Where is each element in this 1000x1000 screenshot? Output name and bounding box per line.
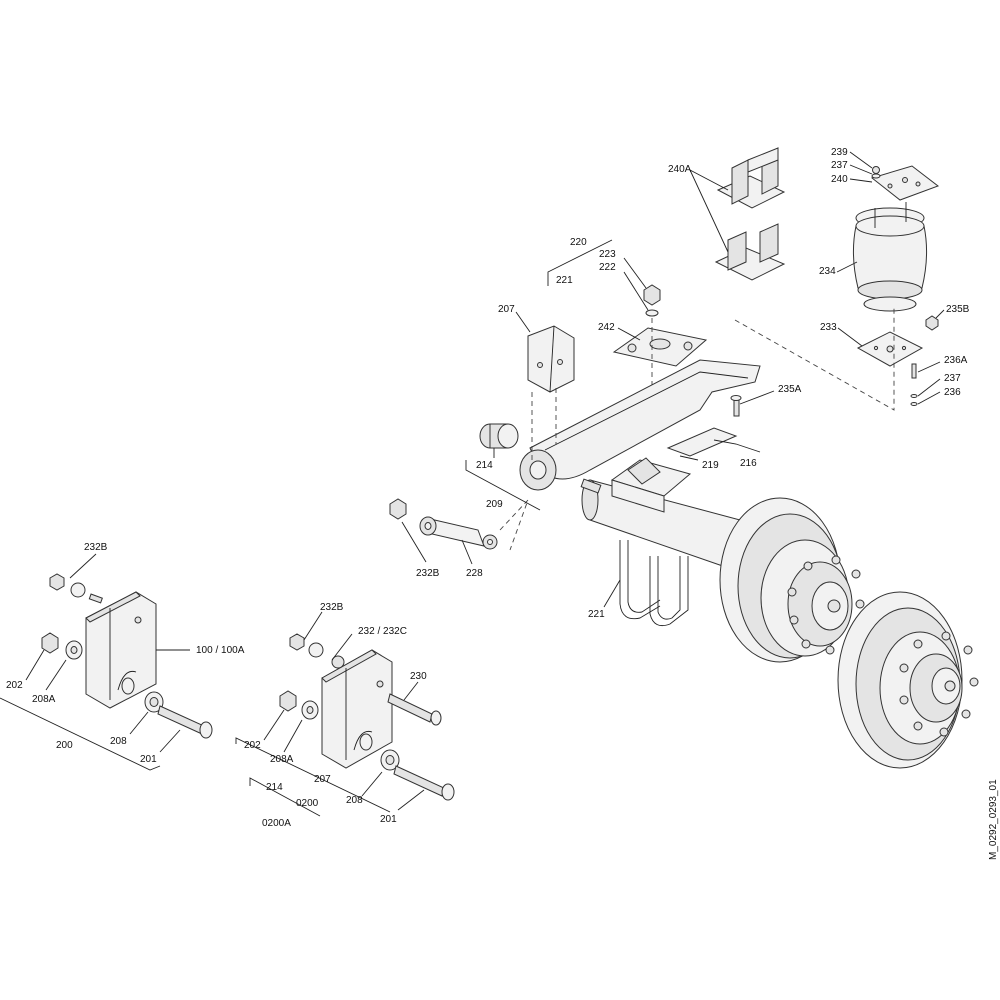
label-209: 209 bbox=[486, 499, 503, 510]
label-237-top: 237 bbox=[831, 160, 848, 171]
label-208A-left: 208A bbox=[32, 694, 56, 705]
nut-223 bbox=[643, 284, 661, 306]
label-207-top: 207 bbox=[498, 304, 515, 315]
label-233: 233 bbox=[820, 322, 837, 333]
label-202-left: 202 bbox=[6, 680, 23, 691]
air-spring-group bbox=[734, 165, 940, 411]
label-232-232C: 232 / 232C bbox=[358, 626, 407, 637]
label-230: 230 bbox=[410, 671, 427, 682]
axle-seat-219 bbox=[610, 457, 692, 513]
clamp-plate-242 bbox=[612, 327, 708, 367]
label-242: 242 bbox=[598, 322, 615, 333]
trailing-arm-209 bbox=[519, 359, 761, 491]
label-236A: 236A bbox=[944, 355, 968, 366]
label-100-100A: 100 / 100A bbox=[196, 645, 245, 656]
label-228: 228 bbox=[466, 568, 483, 579]
bolt-236A bbox=[911, 363, 917, 379]
brake-disc-hub bbox=[837, 591, 979, 769]
hanger-group-0200 bbox=[279, 633, 455, 801]
label-232B-shock: 232B bbox=[416, 568, 440, 579]
label-208A-middle: 208A bbox=[270, 754, 294, 765]
label-207-bottom: 207 bbox=[314, 774, 331, 785]
label-239: 239 bbox=[831, 147, 848, 158]
label-201-left: 201 bbox=[140, 754, 157, 765]
label-237-bottom: 237 bbox=[944, 373, 961, 384]
brake-drum bbox=[719, 497, 865, 663]
label-232B-left: 232B bbox=[84, 542, 108, 553]
washer-222 bbox=[645, 309, 659, 317]
label-202-middle: 202 bbox=[244, 740, 261, 751]
hanger-207-top bbox=[527, 325, 575, 393]
label-240A: 240A bbox=[668, 164, 692, 175]
label-208-left: 208 bbox=[110, 736, 127, 747]
label-235B: 235B bbox=[946, 304, 970, 315]
leader-lines bbox=[0, 151, 945, 817]
drawing-id: M_0292_0293_01 bbox=[988, 779, 999, 860]
brackets-240A bbox=[714, 147, 786, 281]
label-220: 220 bbox=[570, 237, 587, 248]
label-223: 223 bbox=[599, 249, 616, 260]
bushing-214 bbox=[479, 423, 519, 449]
label-219: 219 bbox=[702, 460, 719, 471]
u-bolts-221 bbox=[619, 540, 689, 627]
nut-232B-top bbox=[389, 498, 407, 520]
hanger-group-200 bbox=[41, 573, 213, 739]
plate-216 bbox=[666, 427, 738, 457]
label-201-middle: 201 bbox=[380, 814, 397, 825]
label-0200A: 0200A bbox=[262, 818, 291, 829]
shock-absorber-228 bbox=[419, 516, 498, 550]
label-235A: 235A bbox=[778, 384, 802, 395]
label-214-bottom: 214 bbox=[266, 782, 283, 793]
label-0200: 0200 bbox=[296, 798, 319, 809]
label-221-bottom: 221 bbox=[588, 609, 605, 620]
air-bellow-234 bbox=[852, 202, 928, 312]
label-232B-middle: 232B bbox=[320, 602, 344, 613]
label-214-top: 214 bbox=[476, 460, 493, 471]
label-222: 222 bbox=[599, 262, 616, 273]
label-208-middle: 208 bbox=[346, 795, 363, 806]
label-221-top: 221 bbox=[556, 275, 573, 286]
part-labels: 239 237 240 240A 234 235B 233 236A 237 2… bbox=[6, 147, 970, 829]
label-216: 216 bbox=[740, 458, 757, 469]
nut-239 bbox=[872, 166, 880, 174]
label-240: 240 bbox=[831, 174, 848, 185]
label-236: 236 bbox=[944, 387, 961, 398]
nut-235B bbox=[925, 315, 939, 331]
label-200: 200 bbox=[56, 740, 73, 751]
label-234: 234 bbox=[819, 266, 836, 277]
